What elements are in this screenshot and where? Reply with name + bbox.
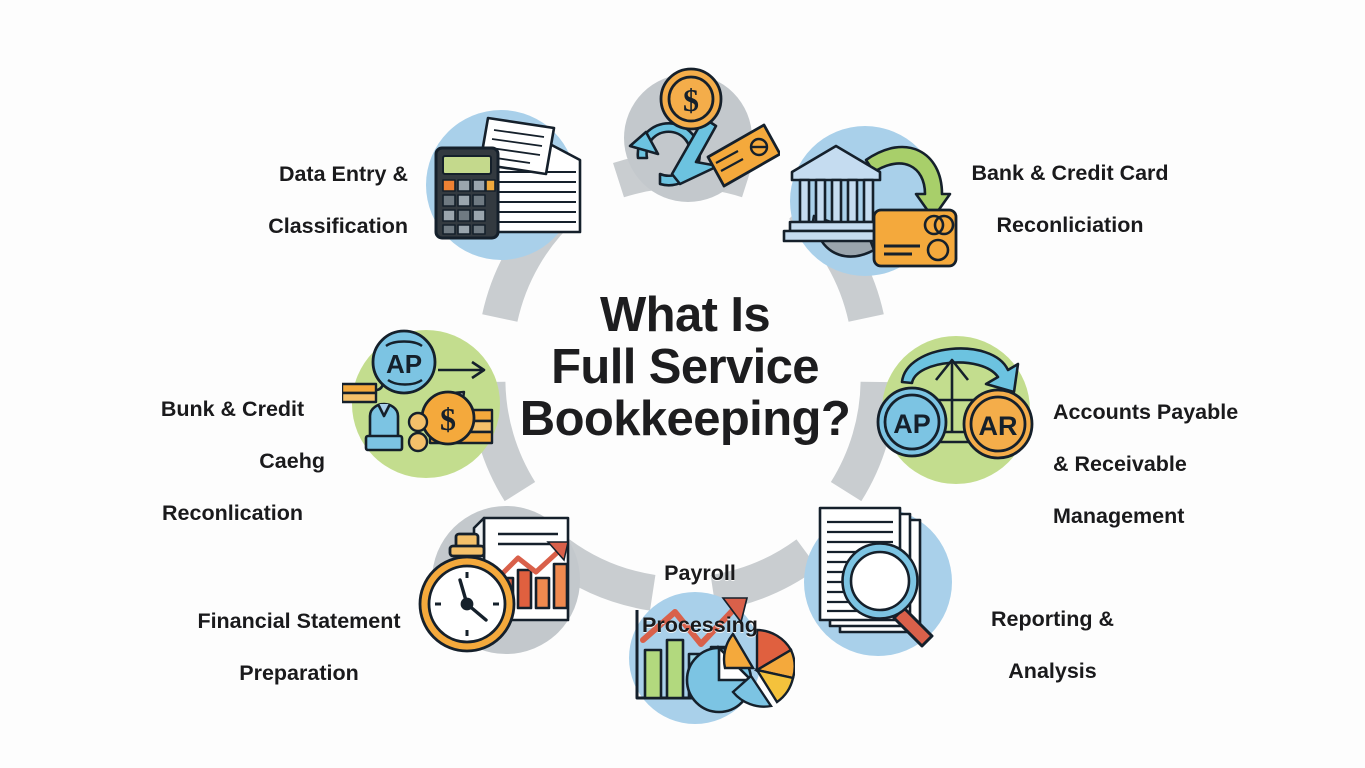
label-line: Reconliciation (996, 213, 1144, 237)
label-payroll-processing: Payroll Processing (600, 534, 800, 664)
svg-text:AP: AP (893, 409, 931, 439)
bank-card-arrows-icon (782, 144, 958, 268)
node-accounts-payable-receivable[interactable]: AP AR (872, 330, 1042, 490)
label-accounts-payable-receivable: Accounts Payable & Receivable Management (1053, 373, 1303, 555)
label-financial-statement: Financial Statement Preparation (178, 582, 420, 712)
center-title: What Is Full Service Bookkeeping? (480, 272, 890, 462)
label-line: Preparation (239, 661, 359, 685)
label-line: Reconlication (162, 501, 303, 525)
label-line: Classification (268, 214, 408, 238)
label-line: Bunk & Credit (160, 397, 305, 421)
calculator-documents-icon (434, 116, 582, 240)
svg-text:AP: AP (386, 349, 422, 379)
label-line: Financial Statement (197, 609, 401, 633)
node-reporting-analysis[interactable] (796, 498, 966, 663)
title-line-2: Full Service (551, 340, 819, 394)
title-line-3: Bookkeeping? (519, 392, 851, 446)
label-line: Caehg (259, 449, 325, 473)
label-data-entry: Data Entry & Classification (178, 135, 408, 265)
node-bank-credit-card[interactable] (778, 122, 958, 282)
ap-ar-coins-icon: AP AR (876, 347, 1034, 460)
label-line: Data Entry & (278, 162, 408, 186)
label-line: Management (1053, 504, 1185, 528)
svg-text:AR: AR (979, 411, 1018, 441)
label-bunk-credit-caehg: Bunk & Credit Caehg Reconlication (140, 370, 325, 552)
stopwatch-report-icon (418, 516, 570, 653)
label-line: Accounts Payable (1053, 400, 1239, 424)
node-financial-statement[interactable] (418, 498, 593, 663)
node-data-entry[interactable] (418, 100, 588, 270)
refresh-coin-card-icon: $ (628, 67, 780, 188)
documents-magnifier-icon (818, 506, 934, 648)
label-bank-credit-card: Bank & Credit Card Reconliciation (950, 134, 1190, 264)
label-reporting-analysis: Reporting & Analysis (955, 580, 1150, 710)
node-bunk-credit-caehg[interactable]: AP $ (342, 326, 510, 486)
node-payroll-processing[interactable] (615, 592, 795, 724)
label-line: Payroll (664, 561, 736, 585)
label-line: Bank & Credit Card (971, 161, 1169, 185)
label-line: Reporting & (990, 607, 1115, 631)
svg-text:$: $ (683, 82, 699, 118)
label-line: Processing (642, 613, 758, 637)
svg-text:$: $ (440, 401, 456, 437)
ap-payroll-money-icon: AP $ (342, 329, 494, 453)
bar-pie-chart-icon (635, 597, 795, 714)
node-cash-flow[interactable]: $ (600, 62, 780, 232)
label-line: Analysis (1008, 659, 1097, 683)
title-line-1: What Is (599, 288, 771, 342)
label-line: & Receivable (1053, 452, 1187, 476)
